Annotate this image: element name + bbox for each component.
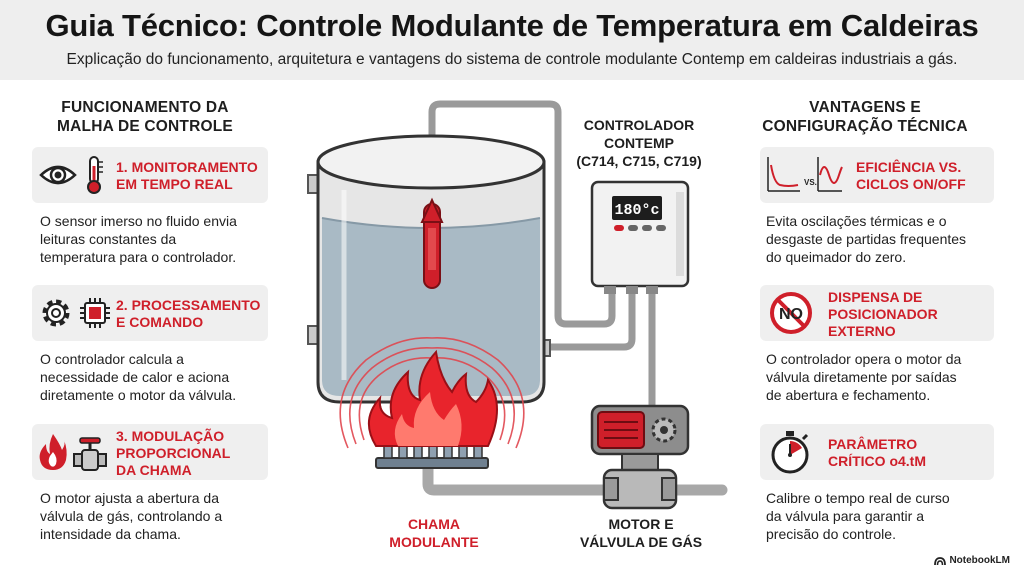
no-sign-icon: NO [770, 292, 812, 334]
advantage-description: O controlador opera o motor da válvula d… [766, 351, 962, 403]
flame-label: CHAMA MODULANTE [389, 516, 479, 550]
controller-box: 180°c [590, 180, 690, 294]
controller-label: CONTROLADOR CONTEMP (C714, C715, C719) [576, 117, 702, 169]
microchip-icon [80, 298, 110, 328]
advantage-card-positioner: NO DISPENSA DE POSICIONADOR EXTERNO [760, 285, 994, 341]
brand-badge: NotebookLM [934, 555, 1010, 566]
step-card-processing: 2. PROCESSAMENTO E COMANDO [32, 285, 268, 341]
advantage-title: EFICIÊNCIA VS. CICLOS ON/OFF [856, 159, 966, 192]
motor-valve [590, 404, 690, 510]
advantage-title: PARÂMETRO CRÍTICO o4.tM [828, 436, 926, 469]
step-title: 1. MONITORAMENTO EM TEMPO REAL [116, 159, 258, 192]
step-card-monitoring: 1. MONITORAMENTO EM TEMPO REAL [32, 147, 268, 203]
no-text: NO [779, 306, 803, 323]
advantage-title: DISPENSA DE POSICIONADOR EXTERNO [828, 289, 938, 339]
stopwatch-icon [771, 431, 809, 474]
burner [375, 445, 489, 469]
flame-icon [39, 434, 67, 470]
step-description: O sensor imerso no fluido envia leituras… [40, 213, 237, 265]
step-description: O motor ajusta a abertura da válvula de … [40, 490, 223, 542]
gas-pipe [422, 456, 728, 496]
thermometer-icon [87, 156, 103, 194]
eye-icon [39, 165, 77, 185]
page-subtitle: Explicação do funcionamento, arquitetura… [66, 51, 958, 68]
controller-display: 180°c [614, 202, 659, 219]
step-card-modulation: 3. MODULAÇÃO PROPORCIONAL DA CHAMA [32, 424, 268, 480]
notebook-logo-icon [934, 556, 947, 565]
right-column-title: VANTAGENS E CONFIGURAÇÃO TÉCNICA [762, 99, 968, 135]
left-column-title: FUNCIONAMENTO DA MALHA DE CONTROLE [57, 99, 233, 135]
step-title: 3. MODULAÇÃO PROPORCIONAL DA CHAMA [116, 428, 231, 478]
on-off-curve-icon: VS. [767, 157, 843, 192]
brand-label: NotebookLM [949, 555, 1010, 566]
step-description: O controlador calcula a necessidade de c… [40, 351, 237, 403]
sine-curve-icon [819, 166, 843, 184]
page-title: Guia Técnico: Controle Modulante de Temp… [45, 8, 979, 43]
advantage-card-efficiency: VS. EFICIÊNCIA VS. CICLOS ON/OFF [760, 147, 994, 203]
advantage-description: Evita oscilações térmicas e o desgaste d… [766, 213, 967, 265]
header: Guia Técnico: Controle Modulante de Temp… [0, 0, 1024, 80]
temperature-sensor [420, 197, 444, 289]
modulating-flame [368, 349, 498, 447]
versus-text: VS. [804, 178, 817, 187]
gear-icon [42, 299, 70, 327]
advantage-card-parameter: PARÂMETRO CRÍTICO o4.tM [760, 424, 994, 480]
step-title: 2. PROCESSAMENTO E COMANDO [116, 297, 261, 330]
signal-cables [428, 100, 656, 412]
motor-valve-label: MOTOR E VÁLVULA DE GÁS [579, 516, 703, 550]
advantage-description: Calibre o tempo real de curso da válvula… [766, 490, 950, 542]
valve-icon [73, 437, 107, 471]
